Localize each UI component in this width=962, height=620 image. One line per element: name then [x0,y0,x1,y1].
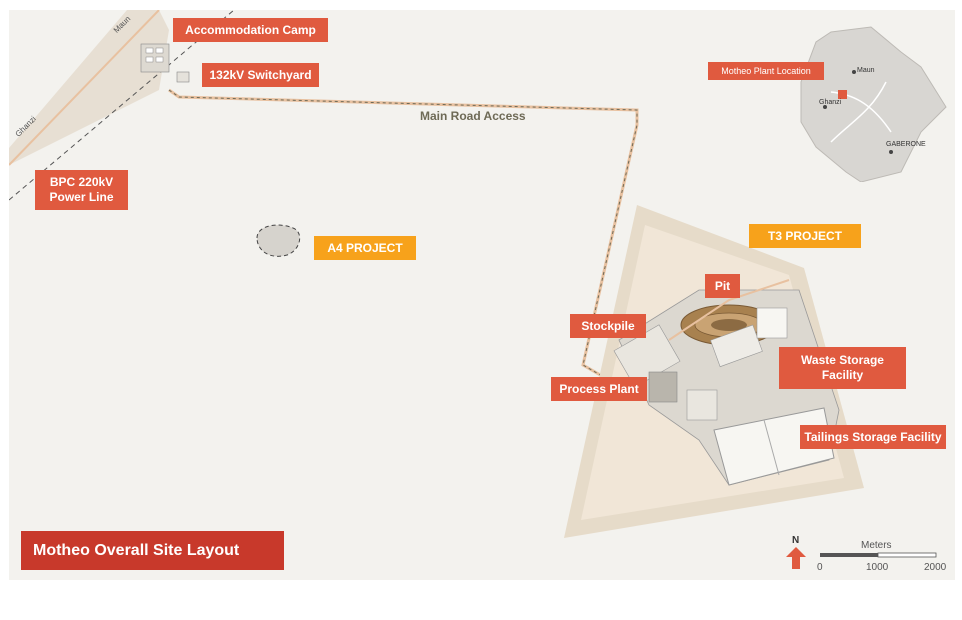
inset-plant-marker [838,90,847,99]
inset-town-maun: Maun [857,67,875,74]
label-pit: Pit [705,274,740,298]
label-process-plant: Process Plant [551,377,647,401]
mine-facilities [613,279,840,486]
label-plant-location: Motheo Plant Location [708,62,824,80]
label-stockpile: Stockpile [570,314,646,338]
main-road-boundary [168,89,638,381]
inset-dot-gaberone [889,150,893,154]
label-accommodation-camp: Accommodation Camp [173,18,328,42]
label-switchyard: 132kV Switchyard [202,63,319,87]
scale-bar [820,552,937,558]
scale-unit: Meters [861,540,892,551]
inset-town-ghanzi: Ghanzi [819,99,842,106]
highway-band [9,10,169,165]
label-tailings-storage: Tailings Storage Facility [800,425,946,449]
label-main-road: Main Road Access [420,109,526,123]
inset-dot-maun [852,70,856,74]
label-waste-storage: Waste Storage Facility [779,347,906,389]
label-t3-project: T3 PROJECT [749,224,861,248]
north-arrow-icon [786,547,806,569]
label-power-line: BPC 220kV Power Line [35,170,128,210]
inset-locator-map [800,26,947,182]
scale-tick-2000: 2000 [924,562,947,573]
inset-town-gaberone: GABERONE [886,141,926,148]
a4-project-outline [256,224,301,257]
site-map: Maun Ghanzi Accommodation Camp 132kV Swi… [9,10,955,580]
map-title: Motheo Overall Site Layout [21,531,284,570]
main-road [168,88,639,382]
scale-tick-1000: 1000 [866,562,889,573]
map-canvas [9,10,864,538]
scale-tick-0: 0 [817,562,823,573]
north-label: N [792,535,800,546]
accommodation-camp-site [140,43,190,83]
inset-dot-ghanzi [823,105,827,109]
highway-line [9,10,160,166]
label-a4-project: A4 PROJECT [314,236,416,260]
